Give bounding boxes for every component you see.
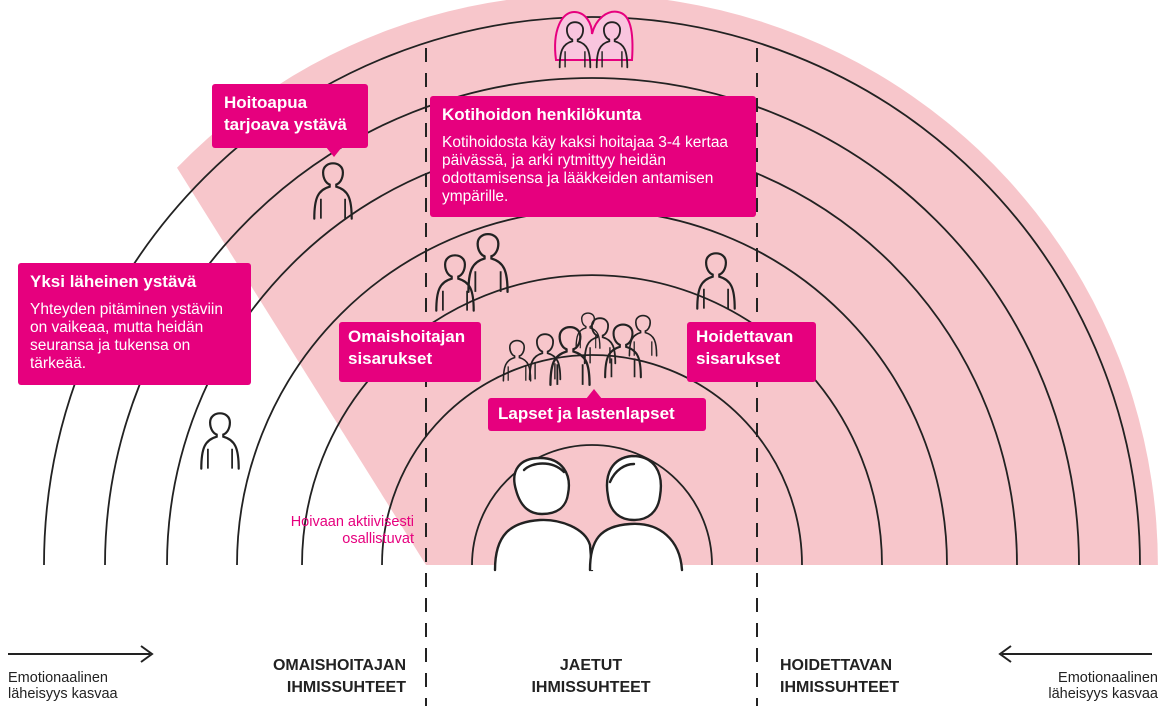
- close-friend-body: Yhteyden pitäminen ystäviin on vaikeaa, …: [30, 301, 224, 372]
- active-participants-area: [177, 0, 1158, 565]
- caregiver-siblings-title: Omaishoitajan sisarukset: [348, 327, 466, 368]
- column-caregiver-relationships: OMAISHOITAJAN IHMISSUHTEET: [272, 657, 406, 696]
- closeness-ring: [381, 354, 803, 565]
- friend-helper-callout: Hoitoapua tarjoava ystävä: [212, 84, 368, 157]
- arrow-right-icon: [8, 645, 154, 663]
- children-title: Lapset ja lastenlapset: [498, 404, 675, 423]
- home-care-callout: Kotihoidon henkilökunta Kotihoidosta käy…: [430, 96, 756, 217]
- caregiver-siblings-callout: Omaishoitajan sisarukset: [339, 322, 481, 382]
- home-care-body: Kotihoidosta käy kaksi hoitajaa 3-4 kert…: [442, 134, 729, 205]
- legend-right-text: Emotionaalinen läheisyys kasvaa: [1048, 670, 1158, 702]
- active-participants-note: Hoivaan aktiivisesti osallistuvat: [290, 514, 414, 547]
- closeness-ring: [471, 444, 713, 565]
- close-friend-title: Yksi läheinen ystävä: [30, 272, 197, 291]
- closeness-ring: [301, 274, 883, 565]
- friend-helper-title: Hoitoapua tarjoava ystävä: [224, 93, 347, 134]
- column-shared-relationships: JAETUT IHMISSUHTEET: [531, 657, 651, 696]
- close-friend-callout: Yksi läheinen ystävä Yhteyden pitäminen …: [18, 263, 251, 385]
- couple-icon: [493, 454, 684, 572]
- cared-siblings-title: Hoidettavan sisarukset: [696, 327, 794, 368]
- close-friend-person-icon: [200, 412, 240, 470]
- cared-siblings-callout: Hoidettavan sisarukset: [687, 322, 816, 382]
- arrow-left-icon: [998, 645, 1152, 663]
- home-care-staff-icon: [554, 10, 634, 69]
- column-cared-relationships: HOIDETTAVAN IHMISSUHTEET: [780, 657, 900, 696]
- children-callout: Lapset ja lastenlapset: [488, 389, 706, 431]
- home-care-title: Kotihoidon henkilökunta: [442, 105, 642, 124]
- legend-left-text: Emotionaalinen läheisyys kasvaa: [8, 670, 118, 702]
